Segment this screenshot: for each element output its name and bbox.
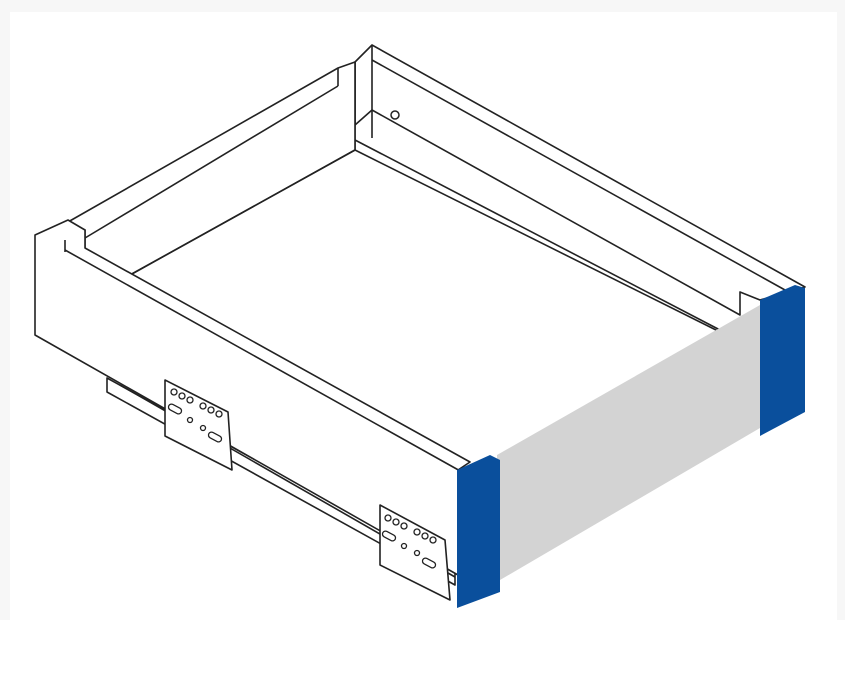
floor-edge-right — [354, 149, 721, 333]
right-side-panel — [354, 44, 806, 331]
back-panel — [67, 61, 356, 276]
mounting-bracket-front — [379, 504, 451, 601]
front-panel — [497, 305, 760, 580]
left-border — [0, 0, 10, 620]
top-border — [0, 0, 845, 12]
floor-edge-back — [129, 149, 356, 276]
front-end-cap-left — [457, 455, 500, 608]
screw-hole-icon — [390, 110, 400, 120]
front-end-cap-right — [760, 285, 805, 436]
right-border — [837, 0, 845, 620]
mounting-bracket-rear — [164, 379, 233, 471]
